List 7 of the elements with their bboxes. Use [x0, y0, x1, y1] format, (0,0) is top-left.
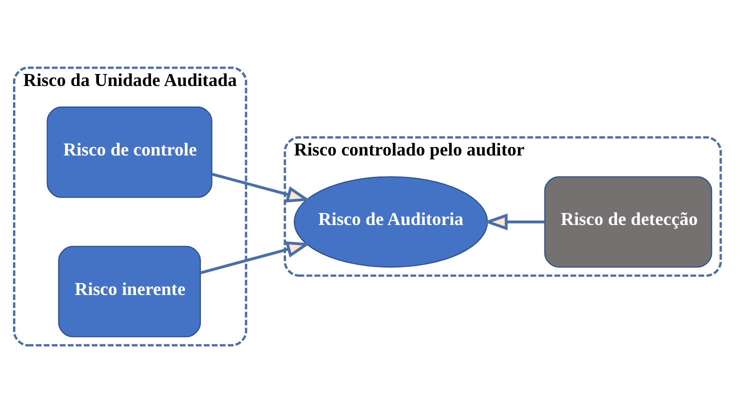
- node-box: Risco inerente: [58, 245, 200, 337]
- node-box: Risco de controle: [46, 106, 212, 198]
- arrow: [211, 172, 310, 202]
- node-box: Risco de detecção: [544, 176, 712, 268]
- node-ellipse: Risco de Auditoria: [293, 176, 488, 268]
- arrow: [200, 240, 310, 274]
- arrow: [483, 213, 544, 230]
